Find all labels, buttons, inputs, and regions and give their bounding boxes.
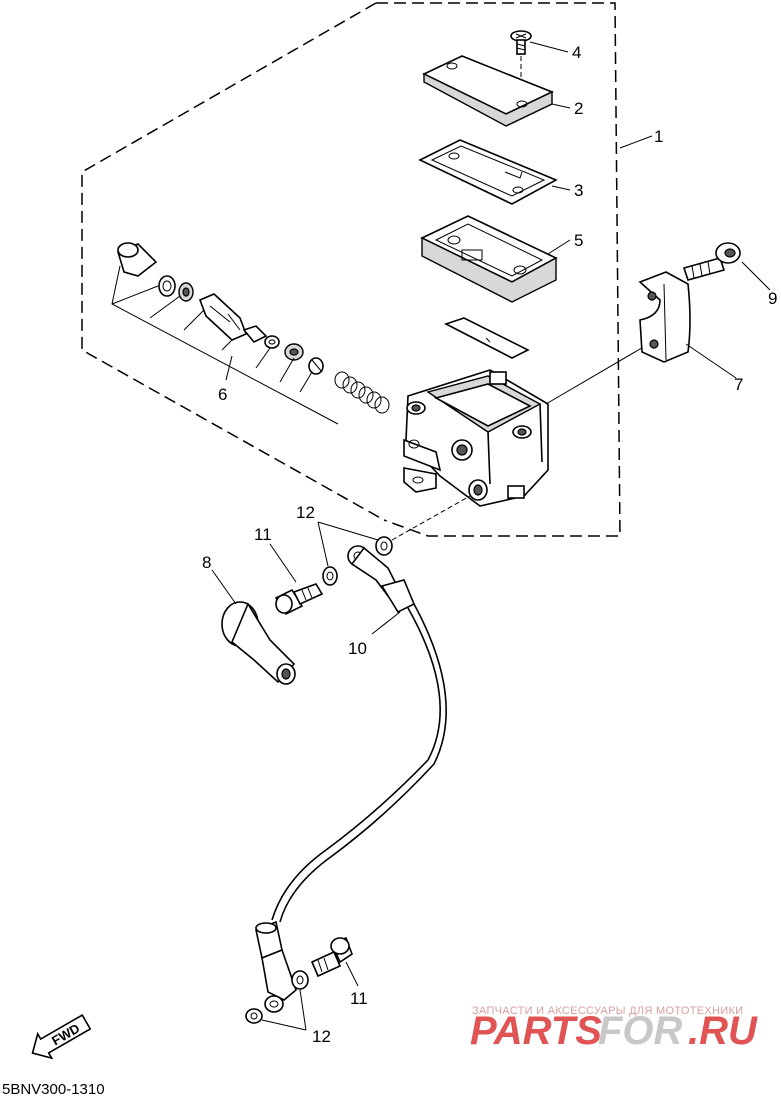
reservoir-cap — [422, 55, 554, 127]
watermark-brand-parts: PARTS — [470, 1009, 602, 1053]
part-label-12-bottom: 12 — [312, 1027, 331, 1046]
reservoir-screw — [510, 30, 532, 55]
diaphragm — [420, 215, 558, 303]
part-label-12-top: 12 — [296, 503, 315, 522]
washer-bottom-b — [291, 970, 309, 990]
washer-top-a — [322, 566, 338, 586]
part-label-5: 5 — [574, 231, 583, 250]
assembly-outline — [81, 2, 621, 537]
part-label-11-bottom: 11 — [350, 989, 368, 1008]
part-label-6: 6 — [218, 385, 227, 404]
watermark-brand-ru: .RU — [688, 1009, 758, 1053]
part-label-1: 1 — [654, 127, 663, 146]
master-cylinder-body — [403, 369, 549, 507]
part-label-8: 8 — [202, 553, 211, 572]
watermark-tagline: ЗАПЧАСТИ И АКСЕССУАРЫ ДЛЯ МОТОТЕХНИКИ — [472, 1005, 743, 1017]
union-bolt-bottom — [310, 936, 353, 978]
diagram-code: 5BNV300-1310 — [2, 1081, 105, 1096]
part-label-9: 9 — [768, 289, 777, 308]
lever-boot — [221, 601, 296, 685]
part-label-11-top: 11 — [254, 525, 272, 544]
piston-kit-leaders — [111, 265, 339, 425]
part-label-7: 7 — [734, 375, 743, 394]
piston-spring — [334, 371, 390, 414]
diaphragm-plate — [418, 139, 558, 205]
holder-bolt — [682, 242, 741, 281]
handlebar-holder — [638, 271, 691, 363]
part-label-4: 4 — [572, 43, 581, 62]
piston-kit — [117, 242, 390, 414]
watermark: ЗАПЧАСТИ И АКСЕССУАРЫ ДЛЯ МОТОТЕХНИКИ PA… — [470, 1005, 758, 1053]
reservoir-plate — [443, 317, 530, 359]
part-label-2: 2 — [574, 99, 583, 118]
brake-hose — [255, 545, 447, 1013]
union-bolt-top — [274, 583, 324, 616]
fwd-arrow: FWD — [31, 1013, 92, 1060]
part-label-10: 10 — [348, 639, 367, 658]
washer-bottom-a — [245, 1008, 263, 1024]
washer-top-b — [375, 536, 393, 556]
watermark-brand-for: FOR — [598, 1009, 683, 1053]
part-label-3: 3 — [574, 181, 583, 200]
